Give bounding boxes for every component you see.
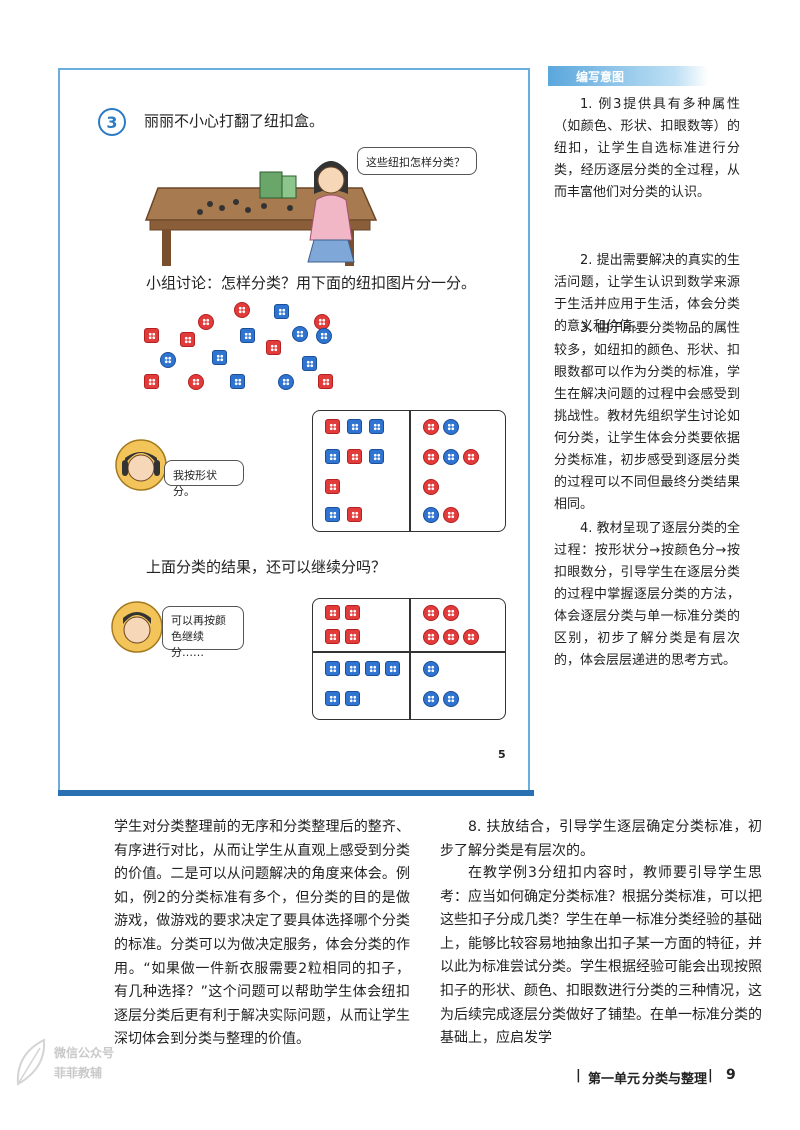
footer-title: 分类与整理 [642, 1072, 708, 1087]
watermark-line-1: 微信公众号 [54, 1046, 115, 1060]
button-piece [325, 629, 340, 644]
button-piece [325, 507, 340, 522]
button-piece [160, 352, 176, 368]
button-piece [212, 350, 227, 365]
button-piece [423, 507, 439, 523]
follow-up-question: 上面分类的结果，还可以继续分吗？ [146, 558, 387, 576]
footer-page-number: 9 [726, 1067, 736, 1083]
button-piece [443, 691, 459, 707]
button-piece [365, 661, 380, 676]
girl-avatar [115, 439, 167, 491]
button-piece [198, 314, 214, 330]
button-piece [423, 449, 439, 465]
body-right-paragraph: 在教学例3分纽扣内容时，教师要引导学生思考：应当如何确定分类标准？根据分类标准，… [440, 865, 762, 1047]
scattered-buttons [140, 298, 340, 398]
watermark: 微信公众号 菲菲教辅 [10, 1030, 120, 1094]
box-divider [409, 411, 411, 531]
button-piece [463, 629, 479, 645]
girl-avatar-speech-bubble: 我按形状分。 [164, 460, 244, 498]
box-divider [313, 651, 505, 653]
button-piece [443, 419, 459, 435]
button-piece [423, 691, 439, 707]
button-piece [369, 449, 384, 464]
button-piece [266, 340, 281, 355]
button-piece [345, 661, 360, 676]
sidebar-header-label: 编写意图 [576, 70, 625, 84]
button-piece [345, 691, 360, 706]
boy-avatar [111, 601, 163, 653]
button-piece [325, 449, 340, 464]
sidebar-paragraph-3: 3. 由于所要分类物品的属性较多，如纽扣的颜色、形状、扣眼数都可以作为分类的标准… [554, 321, 740, 512]
body-left-paragraph: 学生对分类整理前的无序和分类整理后的整齐、有序进行对比，从而让学生从直观上感受到… [114, 819, 410, 1048]
sidebar-paragraph-1: 1. 例3提供具有多种属性（如颜色、形状、扣眼数等）的纽扣，让学生自选标准进行分… [554, 97, 740, 200]
body-right-heading: 8. 扶放结合，引导学生逐层确定分类标准，初步了解分类是有层次的。 [440, 819, 762, 859]
button-piece [292, 326, 308, 342]
button-piece [188, 374, 204, 390]
discussion-prompt: 小组讨论：怎样分类？用下面的纽扣图片分一分。 [146, 274, 477, 292]
girl-illustration [307, 161, 355, 263]
footer-separator: | [576, 1068, 581, 1083]
button-piece [347, 449, 362, 464]
button-piece [325, 605, 340, 620]
example-title: 丽丽不小心打翻了纽扣盒。 [144, 112, 325, 130]
button-piece [278, 374, 294, 390]
example-number-badge: 3 [98, 108, 126, 136]
textbook-page-number: 5 [498, 748, 506, 761]
button-piece [325, 691, 340, 706]
button-piece [230, 374, 245, 389]
button-piece [443, 449, 459, 465]
button-piece [302, 356, 317, 371]
button-piece [423, 629, 439, 645]
button-piece [144, 374, 159, 389]
button-piece [423, 661, 439, 677]
sort-by-color-box [312, 598, 506, 720]
button-piece [347, 507, 362, 522]
button-piece [345, 605, 360, 620]
button-piece [325, 479, 340, 494]
button-piece [443, 507, 459, 523]
button-piece [180, 332, 195, 347]
button-piece [274, 304, 289, 319]
button-piece [423, 605, 439, 621]
leaf-logo-icon [16, 1038, 46, 1086]
button-piece [347, 419, 362, 434]
sidebar-header: 编写意图 [548, 66, 708, 86]
button-piece [463, 449, 479, 465]
button-piece [240, 328, 255, 343]
button-piece [316, 328, 332, 344]
footer-separator: | [708, 1068, 713, 1083]
boy-speech-bubble: 可以再按颜色继续分…… [162, 606, 244, 659]
button-piece [385, 661, 400, 676]
textbook-page-edge [58, 790, 534, 796]
box-divider [409, 599, 411, 719]
button-piece [318, 374, 333, 389]
button-piece [325, 661, 340, 676]
sort-by-shape-box [312, 410, 506, 532]
button-piece [345, 629, 360, 644]
sidebar-paragraph-2: 2. 提出需要解决的真实的生活问题，让学生认识到数学来源于生活并应用于生活，体会… [554, 253, 740, 334]
button-piece [423, 419, 439, 435]
button-piece [443, 605, 459, 621]
girl-speech-bubble: 这些纽扣怎样分类？ [357, 147, 477, 175]
button-piece [423, 479, 439, 495]
button-piece [234, 302, 250, 318]
button-piece [144, 328, 159, 343]
watermark-line-2: 菲菲教辅 [54, 1066, 103, 1080]
button-piece [325, 419, 340, 434]
footer-unit: 第一单元 [588, 1072, 641, 1087]
sidebar-paragraph-4: 4. 教材呈现了逐层分类的全过程：按形状分→按颜色分→按扣眼数分，引导学生在逐层… [554, 521, 740, 668]
button-piece [369, 419, 384, 434]
button-piece [443, 629, 459, 645]
